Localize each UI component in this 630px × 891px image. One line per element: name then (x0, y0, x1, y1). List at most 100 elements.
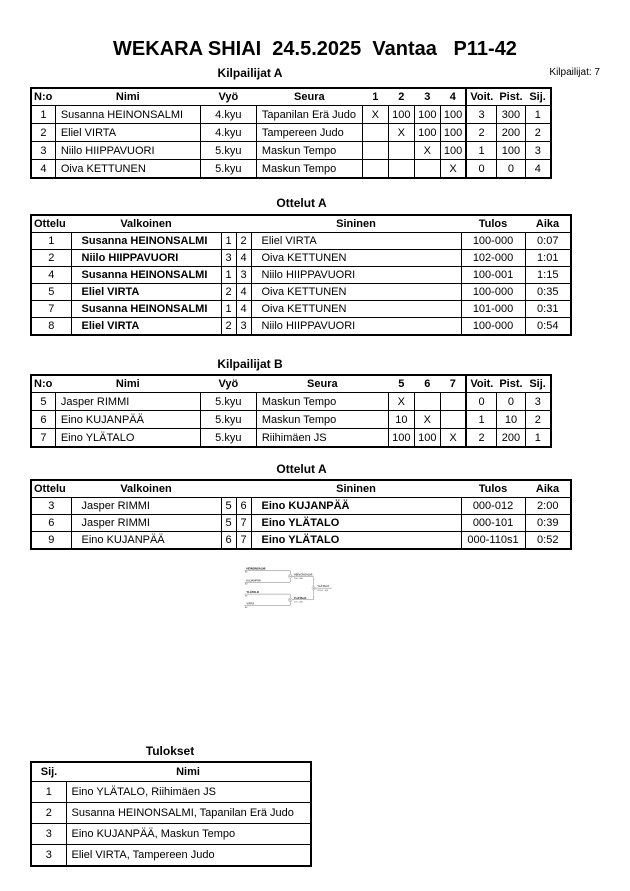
match-circle-11 (288, 597, 293, 602)
blue-number: 3 (235, 317, 252, 336)
match-circle-10 (288, 574, 293, 579)
pool-a-title: Kilpailijat A (217, 66, 283, 80)
col-header-points: Pist. (496, 87, 526, 106)
place-cell: 2 (30, 802, 67, 824)
result-cell: X (439, 159, 467, 179)
col-header-r2: 2 (388, 87, 415, 106)
table-row: 3 Jasper RIMMI 5 6 Eino KUJANPÄÄ 000-012… (30, 497, 572, 515)
match-no: 3 (30, 497, 72, 515)
table-row: 5 Eliel VIRTA 2 4 Oiva KETTUNEN 100-000 … (30, 283, 572, 301)
competitor-belt: 5.kyu (199, 428, 257, 448)
result-cell (439, 410, 467, 429)
pool-a-header-row: N:o Nimi Vyö Seura 1 2 3 4 Voit. Pist. S… (31, 87, 551, 106)
time-cell: 1:01 (524, 249, 572, 267)
col-header-wins: Voit. (465, 374, 497, 393)
white-name: Jasper RIMMI (70, 497, 222, 515)
time-cell: 1:15 (524, 266, 572, 284)
competitor-belt: 5.kyu (199, 159, 257, 179)
bracket-entry-name: KUJANPÄÄ (246, 578, 260, 582)
score-cell: 100-000 (460, 283, 526, 301)
result-cell: X (387, 392, 415, 411)
points-cell: 10 (495, 410, 527, 429)
time-cell: 0:54 (524, 317, 572, 336)
col-header-time: Aika (525, 479, 571, 498)
time-cell: 0:52 (524, 531, 572, 550)
match-no: 8 (30, 317, 72, 336)
competitor-belt: 4.kyu (199, 123, 257, 142)
match-no: 2 (30, 249, 72, 267)
results-header-row: Sij. Nimi (31, 761, 311, 782)
result-cell (361, 123, 389, 142)
white-name: Eino KUJANPÄÄ (70, 531, 222, 550)
result-cell: 100 (413, 428, 441, 448)
table-row: 4 Susanna HEINONSALMI 1 3 Niilo HIIPPAVU… (30, 266, 572, 284)
wins-cell: 0 (465, 159, 497, 179)
col-header-place: Sij. (31, 761, 66, 782)
result-name: Eino YLÄTALO, Riihimäen JS (65, 781, 312, 803)
matches-b-header-row: Ottelu Valkoinen Sininen Tulos Aika (31, 479, 571, 498)
competitor-no: 5 (30, 392, 56, 411)
competitor-name: Oiva KETTUNEN (54, 159, 201, 179)
table-row: 2 Eliel VIRTA 4.kyu Tampereen Judo X 100… (30, 123, 552, 142)
col-header-blue: Sininen (251, 479, 461, 498)
result-cell: 100 (387, 105, 415, 124)
competitor-no: 6 (30, 410, 56, 429)
white-name: Susanna HEINONSALMI (70, 300, 222, 318)
result-cell (361, 141, 389, 160)
time-cell: 0:07 (524, 232, 572, 250)
competitor-club: Maskun Tempo (255, 410, 389, 429)
medal-bracket: 10 11 12 HEINONSALMI A1 KUJANPÄÄ B2 YLÄT… (244, 566, 333, 609)
bracket-semi1-winner: HEINONSALMI (294, 572, 313, 576)
competitor-club: Maskun Tempo (255, 392, 389, 411)
white-number: 1 (220, 266, 237, 284)
score-cell: 100-000 (460, 232, 526, 250)
result-cell (387, 141, 415, 160)
competitor-belt: 5.kyu (199, 410, 257, 429)
time-cell: 0:35 (524, 283, 572, 301)
table-row: 1 Susanna HEINONSALMI 4.kyu Tapanilan Er… (30, 105, 552, 124)
competitor-no: 3 (30, 141, 56, 160)
competitor-count-label: Kilpailijat: 7 (549, 67, 600, 78)
place-cell: 2 (525, 410, 552, 429)
col-header-score: Tulos (461, 479, 525, 498)
blue-number: 4 (235, 249, 252, 267)
result-name: Eliel VIRTA, Tampereen Judo (65, 844, 312, 867)
place-cell: 1 (525, 105, 552, 124)
col-header-match: Ottelu (31, 479, 71, 498)
result-cell (439, 392, 467, 411)
result-cell: 100 (439, 105, 467, 124)
result-cell: 100 (439, 141, 467, 160)
col-header-name: Nimi (55, 87, 201, 106)
points-cell: 300 (495, 105, 527, 124)
col-header-no: N:o (31, 374, 56, 393)
score-cell: 101-000 (460, 300, 526, 318)
bracket-semi1-score: 100 - 000 (294, 578, 304, 580)
matches-b-title: Ottelut A (276, 462, 327, 476)
col-header-white: Valkoinen (71, 214, 221, 233)
competitor-name: Jasper RIMMI (54, 392, 201, 411)
page-title: WEKARA SHIAI 24.5.2025 Vantaa P11-42 (113, 38, 517, 60)
col-header-club: Seura (256, 87, 363, 106)
place-cell: 3 (525, 141, 552, 160)
match-circle-number: 10 (289, 576, 292, 578)
blue-name: Eliel VIRTA (250, 232, 462, 250)
wins-cell: 2 (465, 123, 497, 142)
col-header-blueno (236, 214, 251, 233)
time-cell: 0:39 (524, 514, 572, 532)
competitor-name: Niilo HIIPPAVUORI (54, 141, 201, 160)
place-cell: 1 (30, 781, 67, 803)
match-no: 7 (30, 300, 72, 318)
results-title: Tulokset (145, 744, 195, 758)
pool-b-table: N:o Nimi Vyö Seura 5 6 7 Voit. Pist. Sij… (30, 374, 552, 448)
col-header-points: Pist. (496, 374, 526, 393)
table-row: 4 Oiva KETTUNEN 5.kyu Maskun Tempo X 0 0… (30, 159, 552, 179)
match-no: 1 (30, 232, 72, 250)
result-cell: X (413, 410, 441, 429)
white-number: 1 (220, 300, 237, 318)
bracket-entry-name: HEINONSALMI (246, 566, 265, 570)
blue-name: Oiva KETTUNEN (250, 283, 462, 301)
white-name: Niilo HIIPPAVUORI (70, 249, 222, 267)
white-number: 1 (220, 232, 237, 250)
points-cell: 100 (495, 141, 527, 160)
